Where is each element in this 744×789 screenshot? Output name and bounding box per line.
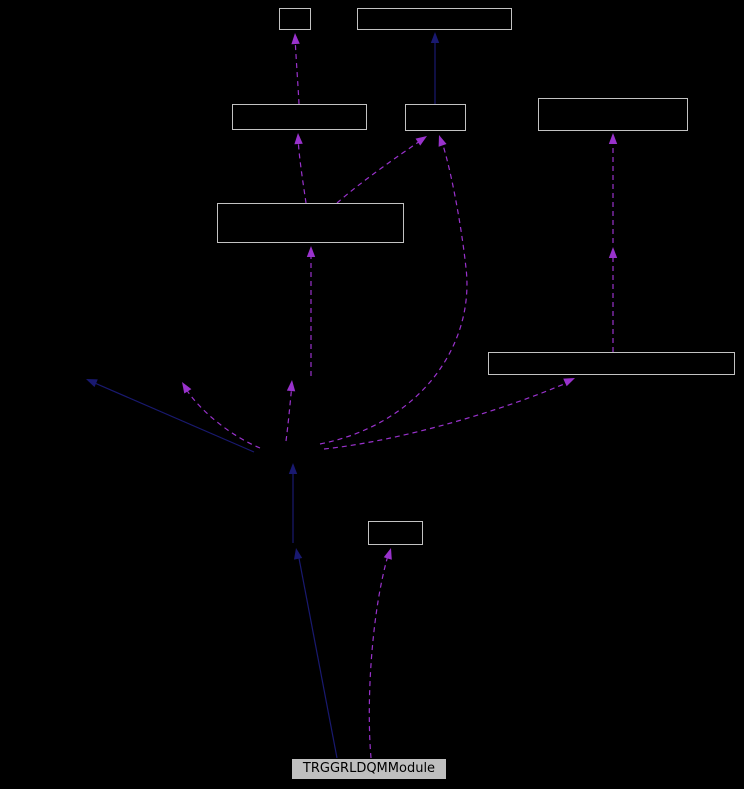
edge-hidden-j-to-hidden-b [183,385,261,449]
diagram-node-base-top-left[interactable] [279,8,311,30]
edge-row2left-to-topleft [294,36,300,105]
arrowhead-main-to-hidden-k [293,548,303,560]
arrowhead-hidden-j-to-hidden-c [286,380,296,392]
arrowhead-row2center-to-topright [430,32,440,43]
diagram-node-class-row4-wide[interactable] [488,352,735,375]
arrowhead-main-to-small [383,548,392,560]
arrowhead-row2left-to-topleft [291,33,300,45]
arrowhead-hidden-j-to-row4wide [563,378,575,387]
arrowhead-hidden-m-to-row2right [608,133,618,144]
diagram-node-trggrldqm-module: TRGGRLDQMModule [291,758,447,780]
diagram-node-class-row2-left[interactable] [232,104,367,130]
arrowhead-hidden-c-to-midlarge [306,246,316,257]
edge-hidden-j-to-row4wide [323,380,572,450]
arrowhead-row4wide-to-hidden-m [608,247,618,258]
diagram-node-class-row2-center[interactable] [405,104,466,131]
arrowhead-hidden-j-to-hidden-a [86,379,98,388]
edge-midlarge-to-row2left [297,136,307,204]
diagram-node-class-small[interactable] [368,521,423,545]
node-label-trggrldqm-module: TRGGRLDQMModule [302,761,436,776]
edge-main-to-hidden-k [297,552,338,759]
diagram-node-class-row2-right[interactable] [538,98,688,131]
edge-midlarge-to-row2center [336,138,424,204]
arrowhead-midlarge-to-row2center [415,136,427,146]
arrowhead-hidden-j-to-row2center [438,135,447,147]
diagram-node-base-top-right[interactable] [357,8,512,30]
diagram-node-class-mid-large[interactable] [217,203,404,243]
arrowhead-midlarge-to-row2left [294,133,303,145]
edge-hidden-j-to-hidden-c [285,383,293,442]
edge-hidden-j-to-hidden-a [89,380,255,453]
arrowhead-hidden-j-to-hidden-b [182,382,192,394]
edge-hidden-j-to-row2center [319,138,468,445]
arrowhead-hidden-k-to-hidden-j [288,463,298,474]
edge-main-to-small [368,551,390,759]
